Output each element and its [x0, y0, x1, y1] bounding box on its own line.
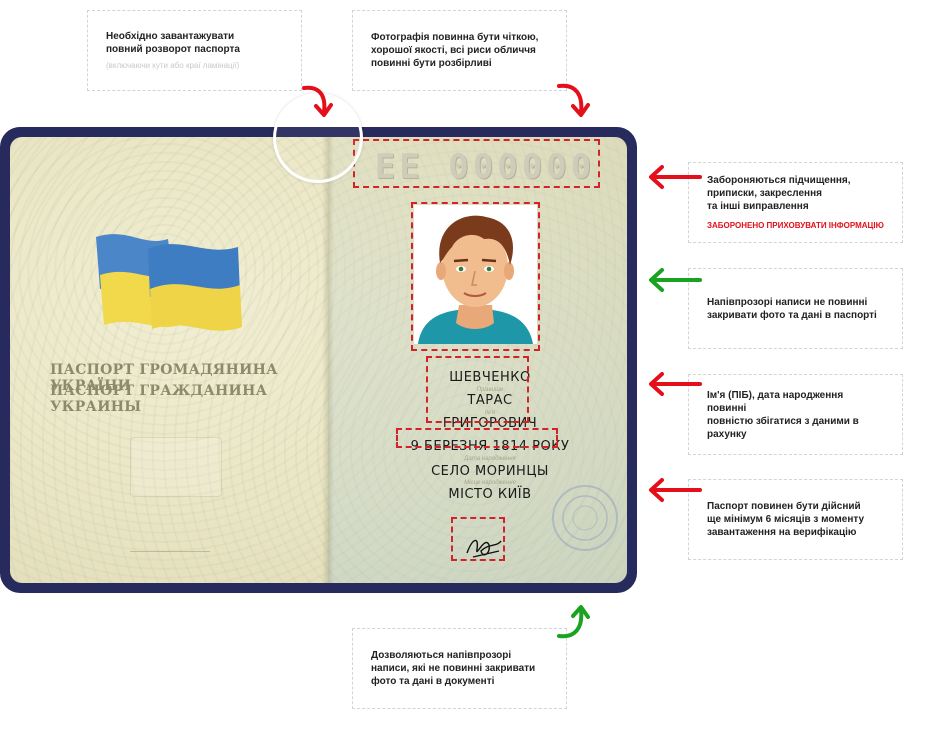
cover-title-russian: ПАСПОРТ ГРАЖДАНИНА УКРАИНЫ	[50, 383, 268, 415]
curved-arrow-up-icon	[557, 605, 590, 639]
passport-fold	[322, 137, 334, 583]
note-full-spread-sub: (включаючи кути або краї ламінації)	[106, 60, 240, 70]
birth-date-value: 9 БЕРЕЗНЯ 1814 РОКУ	[410, 439, 570, 454]
passport-serial-number: ЕЕ 000000	[374, 147, 596, 187]
surname-value: ШЕВЧЕНКО	[449, 370, 531, 385]
signature-icon	[466, 539, 502, 558]
arrow-left-icon	[649, 478, 702, 502]
person-portrait-icon	[414, 205, 537, 344]
note-semitransparent: Напівпрозорі написи не повинні закривати…	[688, 268, 903, 349]
note-full-spread-text: Необхідно завантажувати повний розворот …	[106, 30, 240, 55]
ukraine-flag-icon	[96, 234, 242, 331]
passport-pages: ПАСПОРТ ГРОМАДЯНИНА УКРАЇНИ ПАСПОРТ ГРАЖ…	[10, 137, 627, 583]
name-value: ТАРАС	[467, 393, 513, 408]
note-name-match: Ім'я (ПІБ), дата народження повинні повн…	[688, 374, 903, 455]
stamp-icon	[552, 485, 618, 551]
note-no-corrections-text: Забороняються підчищення, приписки, закр…	[707, 174, 851, 212]
note-photo-quality: Фотографія повинна бути чіткою, хорошої …	[352, 10, 567, 91]
issuer-line	[130, 551, 210, 552]
note-allowed-overlays: Дозволяються напівпрозорі написи, які не…	[352, 628, 567, 709]
note-semitransparent-text: Напівпрозорі написи не повинні закривати…	[707, 296, 877, 321]
curved-arrow-down-icon	[557, 83, 590, 117]
note-photo-quality-text: Фотографія повинна бути чіткою, хорошої …	[371, 32, 539, 69]
birth-place-line1: СЕЛО МОРИНЦЫ	[431, 464, 549, 479]
passport-frame: ПАСПОРТ ГРОМАДЯНИНА УКРАЇНИ ПАСПОРТ ГРАЖ…	[0, 127, 637, 593]
cover-title-ukrainian: ПАСПОРТ ГРОМАДЯНИНА УКРАЇНИ	[50, 362, 278, 394]
emblem-area	[130, 437, 222, 497]
patronymic-value: ГРИГОРОВИЧ	[442, 416, 538, 431]
arrow-left-icon	[649, 268, 702, 292]
passport-photo	[414, 205, 537, 344]
curved-arrow-down-icon	[302, 85, 333, 117]
arrow-left-icon	[649, 372, 702, 396]
magnifier-circle	[273, 93, 363, 183]
birth-place-line2: МІСТО КИЇВ	[448, 487, 532, 502]
note-full-spread: Необхідно завантажувати повний розворот …	[87, 10, 302, 91]
note-no-corrections: Забороняються підчищення, приписки, закр…	[688, 162, 903, 243]
note-allowed-overlays-text: Дозволяються напівпрозорі написи, які не…	[371, 650, 536, 687]
note-validity: Паспорт повинен бути дійсний ще мінімум …	[688, 479, 903, 560]
note-name-match-text: Ім'я (ПІБ), дата народження повинні повн…	[707, 389, 859, 440]
arrow-left-icon	[649, 165, 702, 189]
note-validity-text: Паспорт повинен бути дійсний ще мінімум …	[707, 501, 865, 538]
note-no-corrections-warning: Заборонено приховувати інформацію	[707, 220, 884, 230]
